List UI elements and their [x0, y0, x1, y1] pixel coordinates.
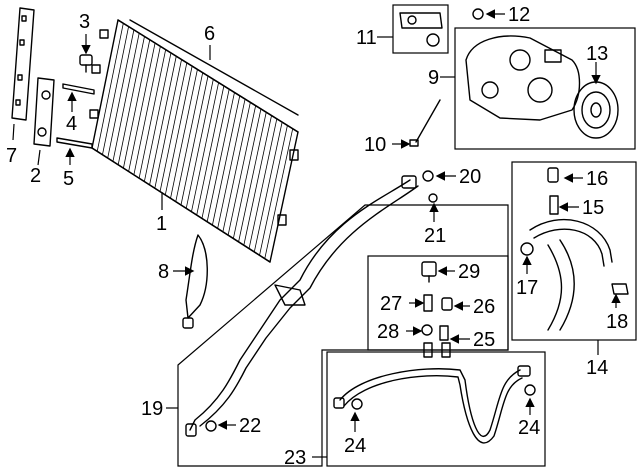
callout-19: 19: [141, 398, 163, 420]
cap-26: [441, 297, 453, 311]
o-ring-17: [520, 242, 534, 256]
compressor-box: [454, 27, 636, 150]
callout-21: 21: [424, 225, 446, 247]
o-ring-21: [428, 193, 438, 203]
callout-24-right: 24: [518, 417, 540, 439]
seal-kit: [399, 12, 443, 47]
callout-17: 17: [516, 277, 538, 299]
callout-9: 9: [428, 67, 439, 89]
callout-4: 4: [66, 113, 77, 135]
pressure-switch: [421, 261, 437, 283]
o-ring-28: [421, 324, 433, 336]
callout-6: 6: [204, 23, 215, 45]
deflector: [182, 234, 208, 329]
callout-12: 12: [508, 4, 530, 26]
callout-7: 7: [6, 145, 17, 167]
o-ring-22: [205, 420, 217, 432]
callout-25: 25: [473, 329, 495, 351]
callout-11: 11: [356, 27, 377, 49]
o-ring-12: [472, 8, 484, 20]
pressure-switch-box: [367, 255, 509, 351]
o-ring-24-left: [351, 398, 363, 410]
callout-16: 16: [586, 168, 608, 190]
callout-27: 27: [380, 293, 402, 315]
pin-upper: [62, 83, 95, 95]
o-ring-24-right: [524, 384, 536, 396]
leaders: [12, 9, 621, 458]
compressor-bolt: [409, 99, 441, 147]
callout-2: 2: [30, 165, 41, 187]
discharge-line-box: [177, 204, 509, 467]
callout-26: 26: [473, 296, 495, 318]
callout-14: 14: [586, 357, 608, 379]
callout-22: 22: [239, 415, 261, 437]
valve-25: [439, 325, 449, 341]
seal-kit-box: [392, 4, 449, 54]
callout-10: 10: [364, 134, 386, 156]
callout-24-left: 24: [344, 435, 366, 457]
clutch-pulley: [573, 81, 619, 139]
suction-hose-box: [511, 161, 637, 341]
compressor: [465, 35, 581, 121]
seal-strip: [129, 19, 299, 116]
condenser: [89, 19, 299, 263]
gasket-18: [611, 283, 629, 295]
bolt: [79, 54, 93, 73]
mount-plate: [33, 77, 55, 147]
callout-23: 23: [284, 447, 306, 469]
callout-3: 3: [79, 11, 90, 33]
callout-28: 28: [377, 321, 399, 343]
callout-5: 5: [63, 168, 74, 190]
discharge-line: [185, 175, 419, 437]
callout-29: 29: [458, 261, 480, 283]
valve-core-27: [423, 294, 433, 312]
liquid-line-box: [326, 351, 546, 467]
o-ring-20: [422, 170, 434, 182]
suction-hose: [529, 167, 613, 331]
liquid-line: [333, 342, 531, 444]
callout-1: 1: [156, 213, 167, 235]
callout-20: 20: [459, 166, 481, 188]
callout-13: 13: [586, 43, 608, 65]
pin-lower: [56, 137, 93, 149]
callout-18: 18: [606, 311, 628, 333]
callout-15: 15: [582, 197, 604, 219]
callout-8: 8: [158, 261, 169, 283]
bracket-strip: [11, 7, 35, 121]
